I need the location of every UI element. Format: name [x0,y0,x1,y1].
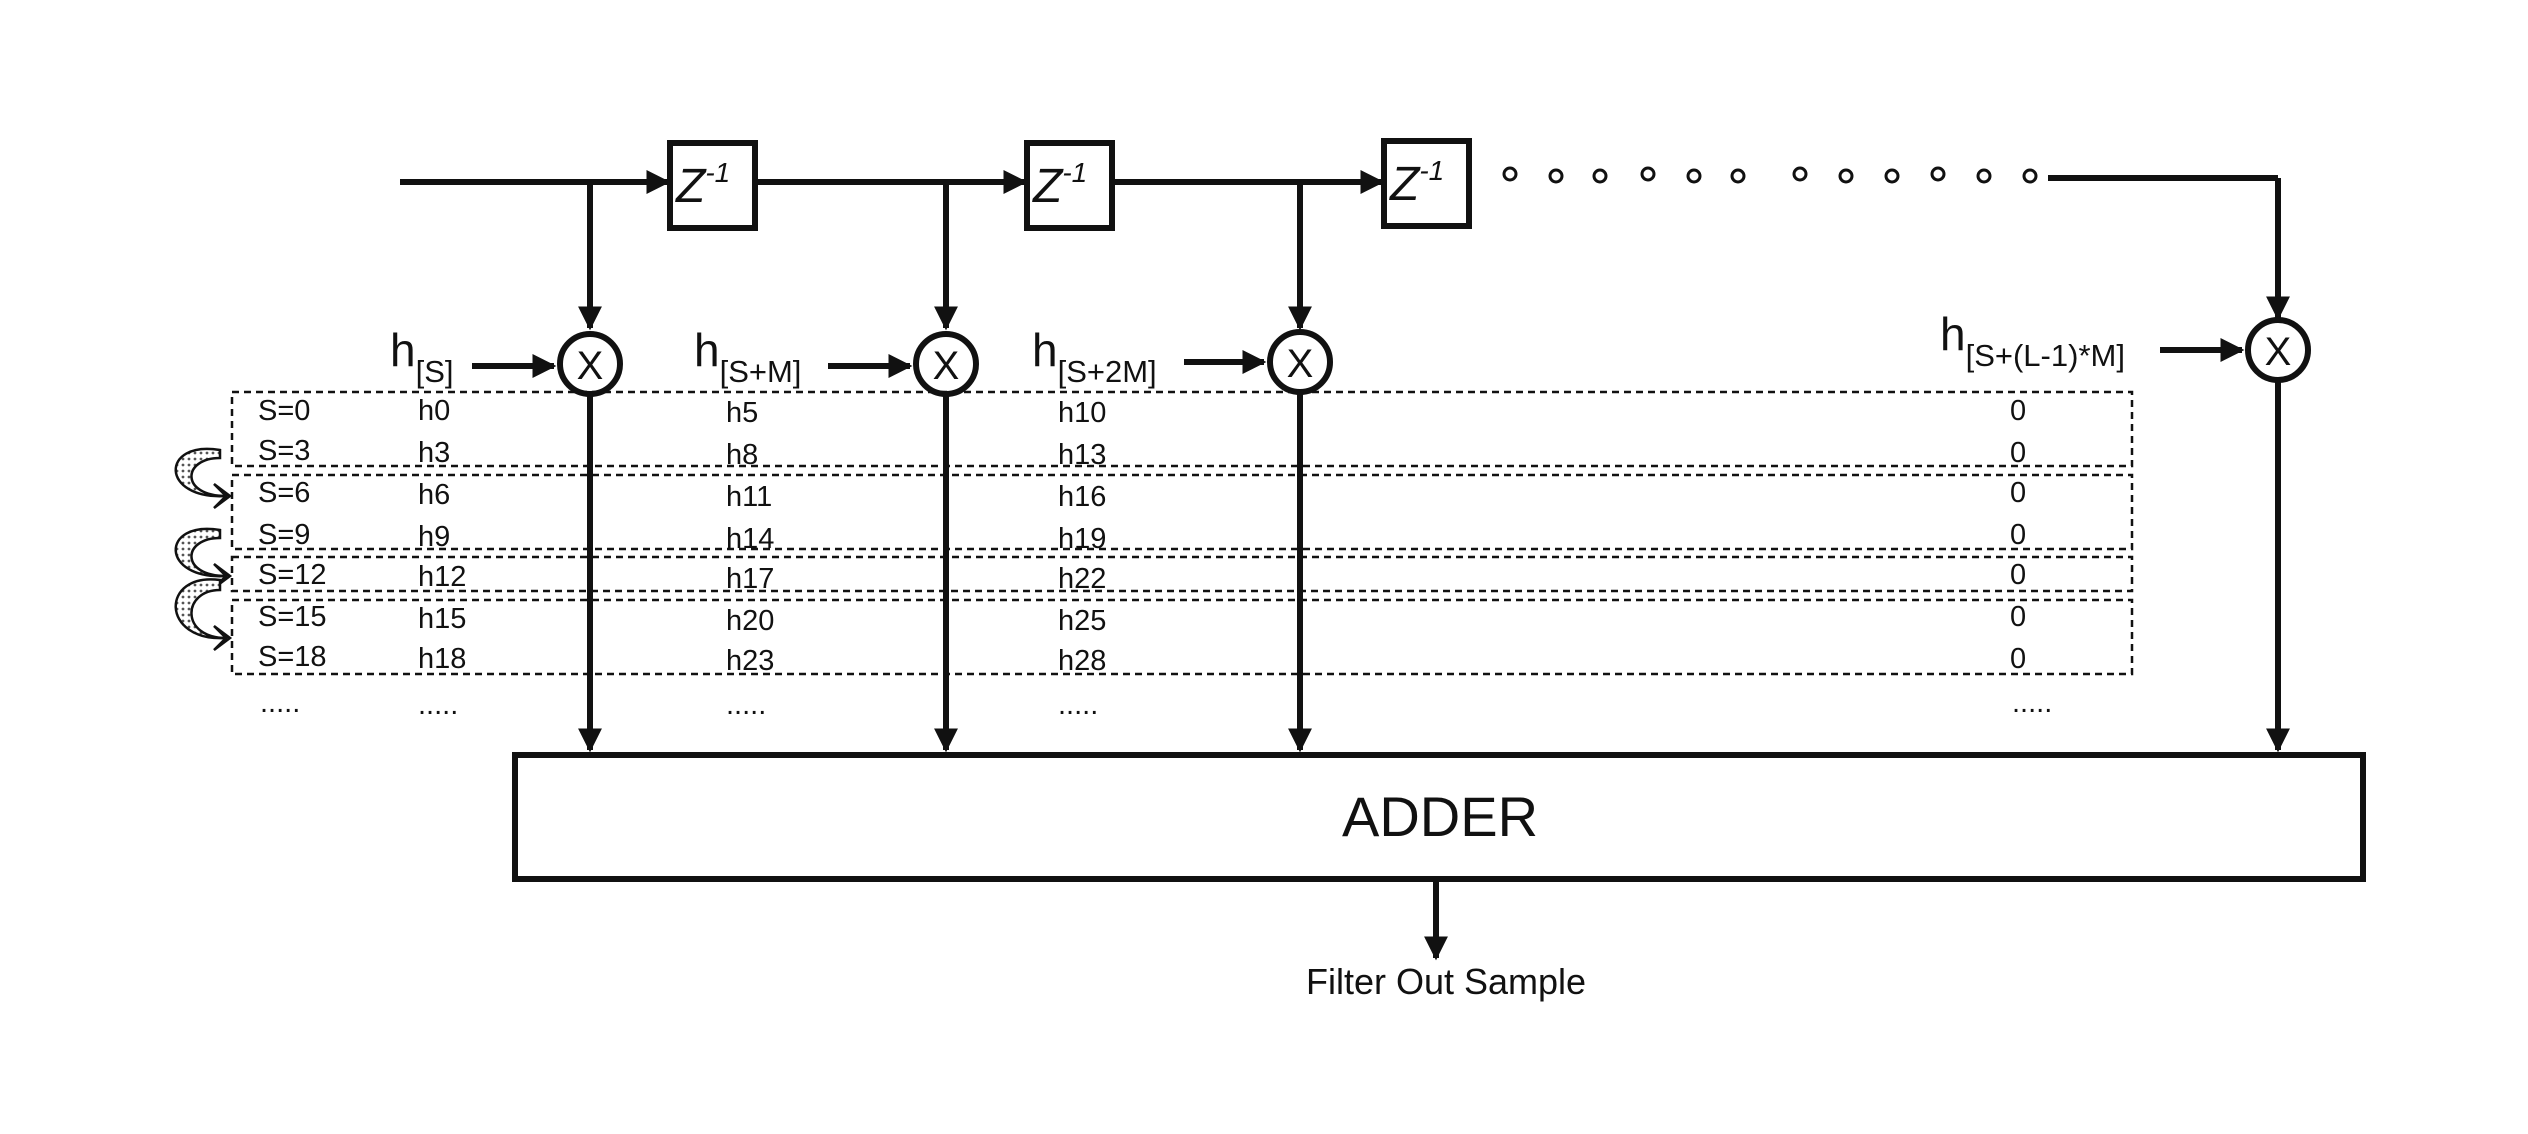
dot-7 [1794,168,1806,180]
adder-block: ADDER [515,755,2363,879]
dot-3 [1594,170,1606,182]
multiplier-symbol: X [933,344,960,388]
table-group-4 [232,600,2132,674]
table-cell: h19 [1058,523,1106,555]
coefficient-table-frames [232,392,2132,674]
table-ellipsis-row: ..... ..... ..... ..... ..... [260,687,2052,721]
table-cell: h17 [726,563,774,595]
coefficient-label-1: h[S] [390,324,454,389]
dot-12 [2024,170,2036,182]
table-cell: 0 [2010,643,2026,675]
table-cell: 0 [2010,437,2026,469]
dot-10 [1932,168,1944,180]
table-cell: h13 [1058,439,1106,471]
multiplier-2: X [916,334,976,394]
advance-arrow-1 [176,449,230,508]
coefficient-label-2: h[S+M] [694,324,801,389]
dot-4 [1642,168,1654,180]
table-cell: h25 [1058,605,1106,637]
coefficient-label-4: h[S+(L-1)*M] [1940,308,2125,373]
ellipsis: ..... [726,689,766,721]
table-cell: 0 [2010,395,2026,427]
adder-label: ADDER [1342,785,1538,848]
table-group-2 [232,475,2132,549]
table-cell: h18 [418,643,466,675]
dot-2 [1550,170,1562,182]
ellipsis: ..... [1058,689,1098,721]
table-row: S=18 h18 h23 h28 0 [258,641,2026,677]
multiplier-3: X [1270,332,1330,392]
table-cell: h11 [726,481,772,513]
table-cell: 0 [2010,477,2026,509]
table-group-3 [232,557,2132,591]
table-row: S=0 h0 h5 h10 0 [258,395,2026,429]
table-cell: h10 [1058,397,1106,429]
table-cell: h8 [726,439,758,471]
phase-label: S=3 [258,435,310,467]
table-cell: h5 [726,397,758,429]
ellipsis: ..... [260,687,300,719]
output-label: Filter Out Sample [1306,961,1586,1002]
table-cell: h15 [418,603,466,635]
table-cell: h0 [418,395,450,427]
delay-block-2: Z-1 [1027,143,1112,228]
table-row: S=12 h12 h17 h22 0 [258,559,2026,595]
continuation-dots [1504,168,2036,182]
delay-label: Z [675,160,707,213]
multiplier-symbol: X [1287,342,1314,386]
table-cell: 0 [2010,601,2026,633]
table-cell: h22 [1058,563,1106,595]
multiplier-1: X [560,334,620,394]
table-cell: h6 [418,479,450,511]
multiplier-symbol: X [577,344,604,388]
table-cell: h23 [726,645,774,677]
table-cell: 0 [2010,519,2026,551]
multiplier-symbol: X [2265,330,2292,374]
coefficient-label-3: h[S+2M] [1032,324,1157,389]
delay-block-1: Z-1 [670,143,755,228]
phase-label: S=12 [258,559,327,591]
row-advance-arrows [176,449,230,650]
delay-label: Z [1032,160,1064,213]
phase-label: S=0 [258,395,310,427]
multiplier-4: X [2248,320,2308,380]
phase-label: S=15 [258,601,327,633]
phase-label: S=6 [258,477,310,509]
table-cell: 0 [2010,559,2026,591]
phase-label: S=9 [258,519,310,551]
dot-11 [1978,170,1990,182]
dot-6 [1732,170,1744,182]
table-row: S=6 h6 h11 h16 0 [258,477,2026,513]
dot-5 [1688,170,1700,182]
table-cell: h9 [418,521,450,553]
table-cell: h28 [1058,645,1106,677]
table-cell: h16 [1058,481,1106,513]
advance-arrow-3 [176,579,230,650]
ellipsis: ..... [418,689,458,721]
ellipsis: ..... [2012,687,2052,719]
delay-exponent: -1 [1062,157,1087,188]
table-cell: h12 [418,561,466,593]
dot-8 [1840,170,1852,182]
table-row: S=15 h15 h20 h25 0 [258,601,2026,637]
phase-label: S=18 [258,641,327,673]
table-cell: h20 [726,605,774,637]
table-cell: h14 [726,523,774,555]
delay-exponent: -1 [1419,155,1444,186]
dot-1 [1504,168,1516,180]
delay-exponent: -1 [705,157,730,188]
dot-9 [1886,170,1898,182]
delay-label: Z [1389,158,1421,211]
delay-block-3: Z-1 [1384,141,1469,226]
table-cell: h3 [418,437,450,469]
table-group-1 [232,392,2132,466]
